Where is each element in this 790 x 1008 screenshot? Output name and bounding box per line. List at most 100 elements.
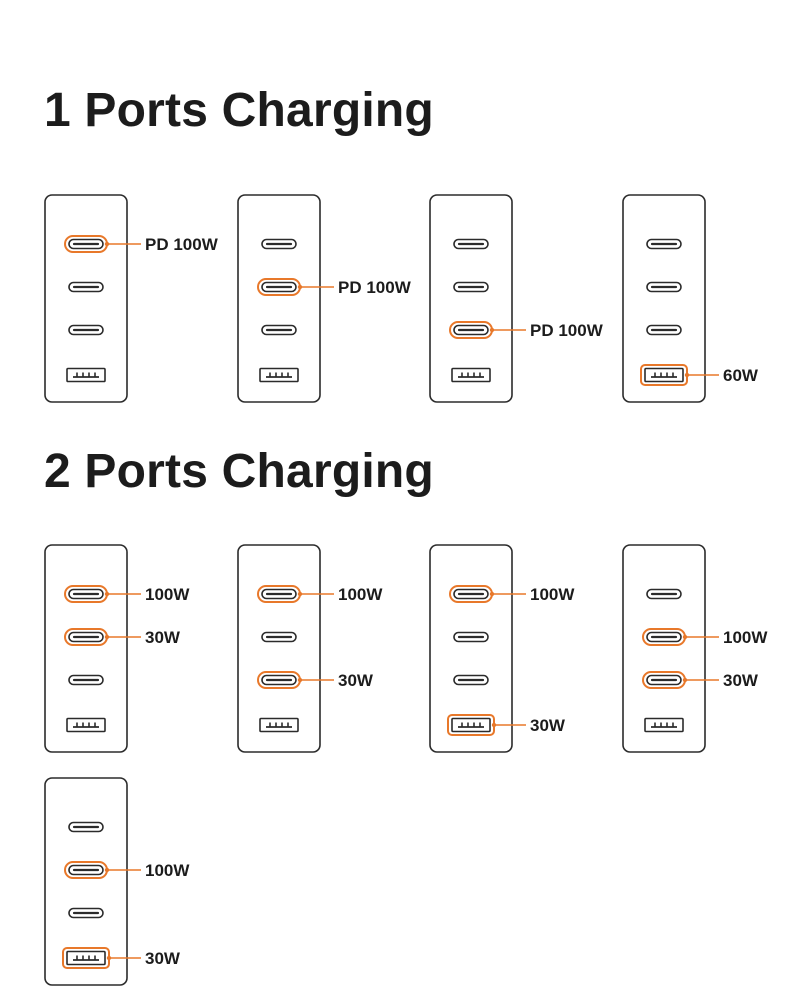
power-label: PD 100W: [145, 235, 219, 254]
usb-c-port: [68, 821, 104, 833]
power-label: PD 100W: [338, 278, 412, 297]
charger-card: PD 100W: [237, 194, 412, 403]
usb-c-icon: [646, 238, 682, 250]
charger-card: PD 100W: [44, 194, 219, 403]
power-label: 100W: [145, 585, 190, 604]
power-label: 100W: [530, 585, 575, 604]
usb-a-icon: [259, 717, 299, 733]
usb-a-port: 30W: [62, 947, 181, 969]
usb-a-icon: [644, 367, 684, 383]
usb-a-icon: [259, 367, 299, 383]
charger-card: PD 100W: [429, 194, 604, 403]
usb-c-port: [68, 324, 104, 336]
usb-a-icon: [66, 367, 106, 383]
usb-c-port: PD 100W: [449, 321, 604, 340]
usb-c-icon: [68, 588, 104, 600]
section-title-1-port: 1 Ports Charging: [44, 84, 434, 137]
usb-c-icon: [453, 281, 489, 293]
charger-card: 100W 30W: [44, 777, 190, 986]
charger-card: 100W 30W: [44, 544, 190, 753]
usb-c-port: [261, 631, 297, 643]
usb-a-port: [259, 717, 299, 733]
usb-c-icon: [646, 588, 682, 600]
usb-c-icon: [646, 281, 682, 293]
usb-c-port: [68, 674, 104, 686]
usb-c-port: 100W: [642, 628, 768, 647]
usb-a-port: [66, 717, 106, 733]
usb-c-icon: [68, 238, 104, 250]
power-label: 100W: [145, 861, 190, 880]
usb-a-icon: [451, 367, 491, 383]
power-label: 30W: [145, 949, 181, 968]
charger-card: 100W 30W: [237, 544, 383, 753]
usb-a-port: [644, 717, 684, 733]
usb-c-icon: [261, 674, 297, 686]
charger-body: [44, 194, 128, 403]
usb-c-icon: [261, 238, 297, 250]
usb-a-icon: [451, 717, 491, 733]
usb-c-icon: [68, 864, 104, 876]
charger-body: [622, 194, 706, 403]
usb-c-port: [68, 907, 104, 919]
usb-c-port: [453, 631, 489, 643]
power-label: 30W: [338, 671, 374, 690]
usb-c-icon: [453, 674, 489, 686]
usb-a-port: [451, 367, 491, 383]
usb-c-port: PD 100W: [257, 278, 412, 297]
usb-c-icon: [646, 324, 682, 336]
usb-c-port: [453, 674, 489, 686]
charger-body: [237, 544, 321, 753]
section-title-2-ports: 2 Ports Charging: [44, 445, 434, 498]
usb-a-port: [259, 367, 299, 383]
charger-body: [237, 194, 321, 403]
usb-c-port: [646, 588, 682, 600]
usb-c-port: [646, 238, 682, 250]
usb-a-port: 30W: [447, 714, 566, 736]
usb-c-icon: [261, 324, 297, 336]
usb-c-port: 100W: [257, 585, 383, 604]
usb-c-icon: [261, 281, 297, 293]
usb-c-port: [453, 238, 489, 250]
charger-card: 60W: [622, 194, 759, 403]
charger-card: 100W 30W: [622, 544, 768, 753]
usb-c-icon: [453, 238, 489, 250]
usb-c-port: 100W: [64, 861, 190, 880]
usb-a-icon: [66, 950, 106, 966]
usb-c-port: 30W: [642, 671, 759, 690]
power-label: 30W: [145, 628, 181, 647]
usb-c-port: 100W: [64, 585, 190, 604]
usb-c-icon: [68, 281, 104, 293]
usb-c-port: [261, 324, 297, 336]
charger-card: 100W 30W: [429, 544, 575, 753]
usb-a-port: [66, 367, 106, 383]
usb-a-port: 60W: [640, 364, 759, 386]
power-label: 100W: [338, 585, 383, 604]
usb-c-port: [646, 281, 682, 293]
power-label: 30W: [723, 671, 759, 690]
power-label: 60W: [723, 366, 759, 385]
usb-c-icon: [68, 907, 104, 919]
usb-c-port: [68, 281, 104, 293]
power-label: PD 100W: [530, 321, 604, 340]
usb-a-icon: [644, 717, 684, 733]
usb-c-icon: [453, 324, 489, 336]
charger-body: [429, 544, 513, 753]
charger-body: [429, 194, 513, 403]
charger-body: [44, 777, 128, 986]
usb-a-icon: [66, 717, 106, 733]
power-label: 100W: [723, 628, 768, 647]
charger-body: [44, 544, 128, 753]
usb-c-port: [261, 238, 297, 250]
usb-c-icon: [646, 674, 682, 686]
usb-c-icon: [68, 674, 104, 686]
usb-c-port: [646, 324, 682, 336]
usb-c-port: 30W: [64, 628, 181, 647]
usb-c-icon: [261, 631, 297, 643]
usb-c-icon: [68, 631, 104, 643]
usb-c-icon: [453, 588, 489, 600]
usb-c-icon: [68, 324, 104, 336]
power-label: 30W: [530, 716, 566, 735]
charger-body: [622, 544, 706, 753]
usb-c-icon: [261, 588, 297, 600]
